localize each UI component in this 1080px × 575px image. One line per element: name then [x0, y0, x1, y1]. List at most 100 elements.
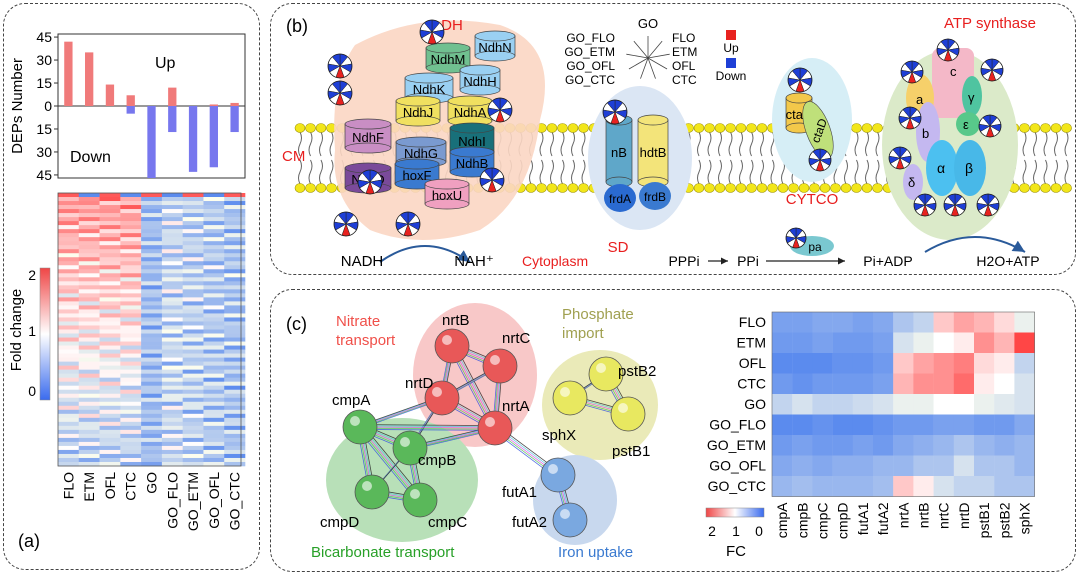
fold-change-cell: [120, 321, 142, 326]
dh-subunit-hoxf: hoxF: [394, 158, 440, 190]
fold-change-cell: [224, 213, 246, 218]
fold-change-cell: [224, 269, 246, 274]
fold-change-cell: [120, 437, 142, 443]
lipid-head: [830, 183, 841, 193]
fc-row-label: GO_CTC: [708, 478, 766, 494]
fc-cell: [974, 373, 995, 395]
fold-change-cell: [161, 373, 183, 378]
fold-change-cell: [161, 425, 183, 431]
fold-change-cell: [99, 369, 121, 374]
fold-change-cell: [161, 217, 183, 222]
fold-change-cell: [161, 397, 183, 403]
fc-cell: [893, 353, 914, 374]
fold-change-cell: [224, 273, 246, 278]
sd-frdb-shape: [639, 182, 671, 210]
fold-change-cell: [203, 321, 225, 326]
cytco-title: CYTCO: [786, 191, 839, 208]
fold-change-cell: [224, 201, 246, 206]
fold-change-cell: [141, 449, 163, 455]
dh-subunit-ndhh-label: NdhH: [463, 74, 496, 89]
fold-change-cell: [182, 373, 204, 378]
fold-change-cell: [78, 325, 100, 330]
fold-change-cell: [120, 285, 142, 290]
fc-cell: [852, 332, 874, 354]
fc-cell: [832, 455, 853, 477]
fc-cell: [832, 394, 853, 415]
fold-change-cell: [120, 389, 142, 395]
lipid-tail: [697, 131, 701, 157]
lipid-head: [326, 183, 337, 193]
fold-change-cell: [161, 461, 183, 467]
sd-title: SD: [608, 239, 629, 256]
fold-change-cell: [141, 201, 163, 206]
fold-change-cell: [161, 393, 183, 399]
fc-cell: [953, 332, 975, 354]
lipid-tail: [707, 159, 712, 185]
fold-change-cell: [182, 201, 204, 206]
fold-change-cell: [141, 213, 163, 218]
fold-change-cell: [120, 225, 142, 230]
atp-alpha-shape: [926, 140, 958, 196]
fold-change-cell: [182, 365, 204, 370]
fold-change-cell: [58, 381, 80, 387]
dh-subunit-ndhf: NdhF: [344, 118, 392, 154]
dh-subunit-hoxu-label: hoxU: [432, 188, 462, 203]
network-node-futA2: futA2: [512, 502, 588, 538]
fold-change-cell: [120, 369, 142, 374]
fold-change-cell: [224, 225, 246, 230]
lipid-tail: [581, 131, 586, 157]
lipid-tail: [854, 159, 859, 185]
fold-change-heatmap-frame: [57, 192, 242, 467]
fc-cell: [953, 312, 975, 333]
fold-change-cell: [161, 361, 183, 366]
heatmap-column-label: FLO: [60, 472, 76, 499]
fold-change-cell: [78, 257, 100, 262]
fold-change-cell: [182, 429, 204, 435]
fold-change-cell: [120, 429, 142, 435]
fold-change-cell: [78, 337, 100, 342]
fold-change-cell: [78, 437, 100, 443]
fold-change-cell: [224, 457, 246, 463]
fold-change-cell: [203, 233, 225, 238]
fold-change-cell: [99, 405, 121, 411]
fc-cell: [873, 414, 894, 436]
atp-pie-chart: [900, 60, 924, 84]
fold-change-cell: [120, 397, 142, 403]
bar-down-GO_CTC: [230, 106, 239, 133]
fold-change-heatmap: [58, 193, 246, 467]
fold-change-cell: [161, 309, 183, 314]
atp-pie-chart: [978, 114, 1002, 138]
fold-change-cell: [99, 289, 121, 294]
fold-change-cell: [182, 349, 204, 354]
legend-right-label: OFL: [672, 59, 696, 73]
fc-cell: [772, 373, 793, 395]
fold-change-cell: [224, 193, 246, 198]
fold-change-cell: [141, 301, 163, 306]
fold-change-cell: [141, 353, 163, 358]
fold-change-cell: [224, 217, 246, 222]
legend-left-label: GO_OFL: [566, 59, 615, 73]
fold-change-cell: [224, 401, 246, 407]
fold-change-cell: [182, 257, 204, 262]
fold-change-cell: [99, 233, 121, 238]
fold-change-cell: [58, 453, 80, 459]
fold-change-cell: [224, 385, 246, 391]
dh-pie-chart: [327, 53, 353, 79]
fold-change-cell: [224, 245, 246, 250]
fold-change-cell: [99, 281, 121, 286]
fold-change-cell: [161, 257, 183, 262]
fold-change-cell: [120, 261, 142, 266]
legend-left-label: GO_FLO: [566, 31, 615, 45]
fold-change-cell: [182, 241, 204, 246]
fold-change-cell: [78, 405, 100, 411]
fold-change-cell: [182, 453, 204, 459]
network-edge: [358, 427, 494, 430]
fold-change-cell: [141, 413, 163, 419]
fc-cell: [913, 312, 934, 333]
lipid-tail: [571, 159, 575, 185]
fold-change-cell: [141, 265, 163, 270]
fc-column-label: cmpB: [794, 503, 810, 539]
fc-row-label: FLO: [739, 314, 766, 330]
fold-change-cell: [99, 313, 121, 318]
fc-cell: [832, 312, 853, 333]
